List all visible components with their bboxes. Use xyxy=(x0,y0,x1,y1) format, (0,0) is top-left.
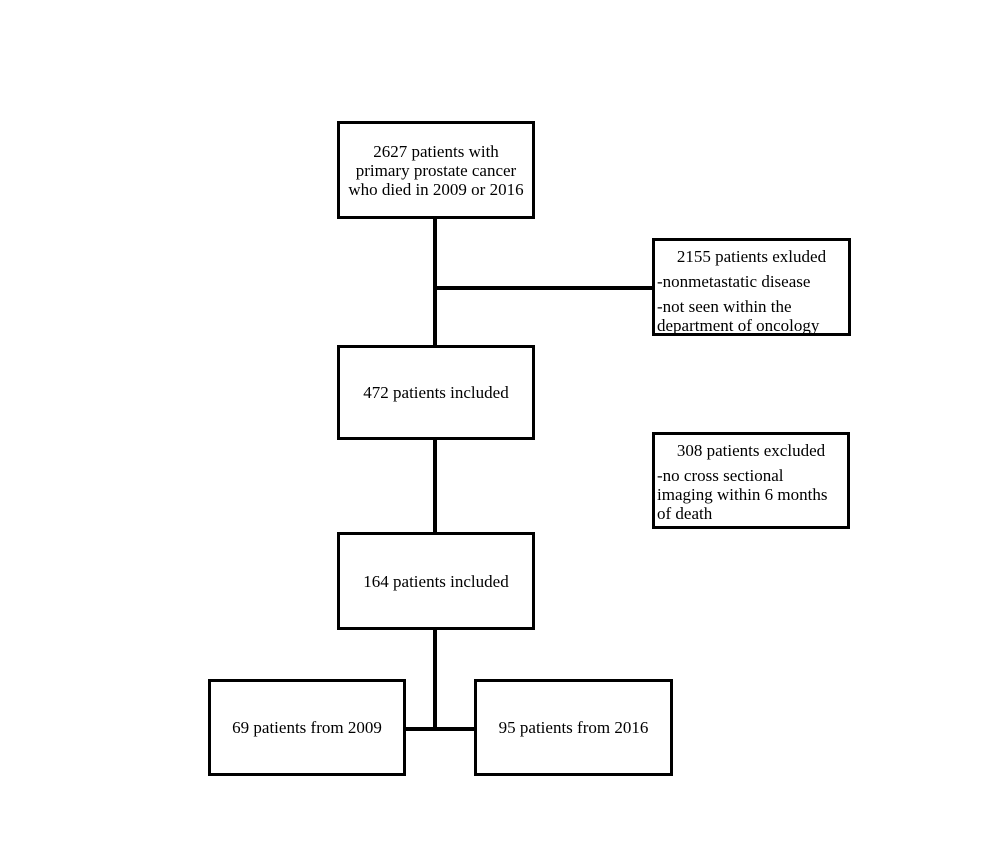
excluded-2155-item-not-seen-line-2: department of oncology xyxy=(657,316,820,335)
excluded-308-item-line-2: imaging within 6 months xyxy=(657,485,828,504)
flowchart-box-excluded-308: 308 patients excluded -no cross sectiona… xyxy=(652,432,850,529)
connector-split-2009-2016 xyxy=(405,727,476,731)
initial-cohort-line-2: primary prostate cancer xyxy=(355,160,517,180)
flowchart-box-included-472: 472 patients included xyxy=(337,345,535,440)
flowchart-box-patients-2016: 95 patients from 2016 xyxy=(474,679,673,776)
excluded-308-title: 308 patients excluded xyxy=(676,441,826,460)
excluded-308-item-line-3: of death xyxy=(657,504,713,523)
initial-cohort-line-3: who died in 2009 or 2016 xyxy=(348,179,524,199)
excluded-308-item-no-imaging: -no cross sectional imaging within 6 mon… xyxy=(657,466,845,523)
connector-branch-to-excluded-2155 xyxy=(433,286,652,290)
connector-164-to-split xyxy=(433,628,437,731)
excluded-2155-item-nonmetastatic: -nonmetastatic disease xyxy=(657,272,811,291)
flowchart-box-initial-cohort: 2627 patients with primary prostate canc… xyxy=(337,121,535,219)
included-164-label: 164 patients included xyxy=(363,571,509,591)
patients-2009-label: 69 patients from 2009 xyxy=(232,718,382,737)
initial-cohort-line-1: 2627 patients with xyxy=(373,141,499,161)
excluded-308-item-line-1: -no cross sectional xyxy=(657,466,784,485)
connector-initial-to-472 xyxy=(433,219,437,347)
flowchart-box-patients-2009: 69 patients from 2009 xyxy=(208,679,406,776)
patients-2016-label: 95 patients from 2016 xyxy=(498,718,649,737)
excluded-2155-item-not-seen-line-1: -not seen within the xyxy=(657,297,792,316)
included-472-label: 472 patients included xyxy=(363,383,509,402)
excluded-2155-item-not-seen: -not seen within the department of oncol… xyxy=(657,297,846,335)
excluded-2155-title: 2155 patients exluded xyxy=(676,247,827,266)
connector-472-to-164 xyxy=(433,438,437,534)
flowchart-box-included-164: 164 patients included xyxy=(337,532,535,630)
flowchart-box-excluded-2155: 2155 patients exluded -nonmetastatic dis… xyxy=(652,238,851,336)
